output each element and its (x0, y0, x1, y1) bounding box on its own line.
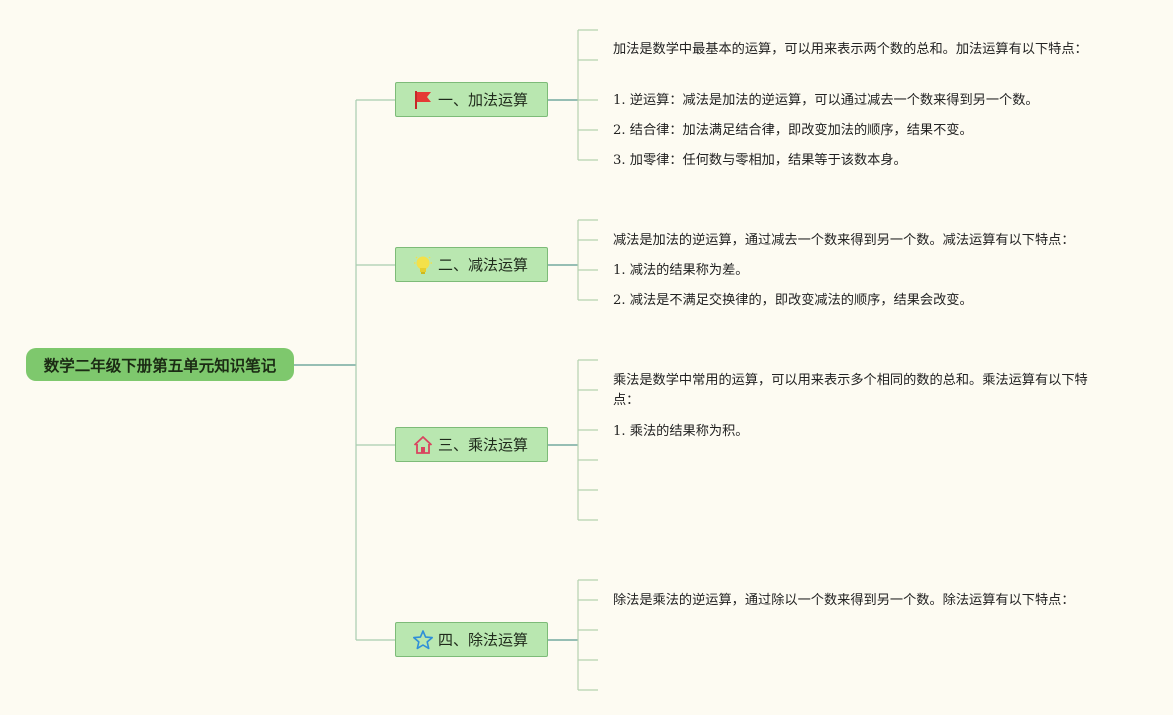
note-addition-2: 2. 结合律：加法满足结合律，即改变加法的顺序，结果不变。 (613, 123, 973, 138)
root-topic-label: 数学二年级下册第五单元知识笔记 (43, 356, 277, 375)
trunk-connectors (355, 99, 395, 641)
branch-3-leaves (577, 359, 598, 521)
note-subtraction-2: 2. 减法是不满足交换律的，即改变减法的顺序，结果会改变。 (613, 293, 973, 308)
topic-subtraction[interactable]: 二、减法运算 (395, 247, 548, 282)
branch-4-leaves (577, 579, 598, 691)
branch-2-leaves (577, 219, 598, 301)
star-icon (412, 629, 434, 651)
note-subtraction-intro: 减法是加法的逆运算，通过减去一个数来得到另一个数。减法运算有以下特点： (613, 233, 1075, 248)
note-addition-1: 1. 逆运算：减法是加法的逆运算，可以通过减去一个数来得到另一个数。 (613, 93, 1039, 108)
topic-addition[interactable]: 一、加法运算 (395, 82, 548, 117)
note-addition-3: 3. 加零律：任何数与零相加，结果等于该数本身。 (613, 153, 907, 168)
topic-multiplication-label: 三、乘法运算 (438, 436, 529, 454)
lightbulb-icon (412, 254, 434, 276)
topic-division-label: 四、除法运算 (438, 631, 529, 649)
root-topic[interactable]: 数学二年级下册第五单元知识笔记 (26, 348, 294, 381)
topic-subtraction-label: 二、减法运算 (438, 256, 529, 274)
house-icon (412, 434, 434, 456)
topic-addition-label: 一、加法运算 (438, 91, 529, 109)
branch-1-leaves (577, 29, 598, 161)
topic-division[interactable]: 四、除法运算 (395, 622, 548, 657)
note-division-intro: 除法是乘法的逆运算，通过除以一个数来得到另一个数。除法运算有以下特点： (613, 593, 1075, 608)
topic-multiplication[interactable]: 三、乘法运算 (395, 427, 548, 462)
note-subtraction-1: 1. 减法的结果称为差。 (613, 263, 749, 278)
note-multiplication-1: 1. 乘法的结果称为积。 (613, 424, 749, 439)
red-flag-icon (412, 89, 434, 111)
note-multiplication-intro: 乘法是数学中常用的运算，可以用来表示多个相同的数的总和。乘法运算有以下特点： (613, 373, 1088, 408)
note-addition-intro: 加法是数学中最基本的运算，可以用来表示两个数的总和。加法运算有以下特点： (613, 42, 1088, 57)
